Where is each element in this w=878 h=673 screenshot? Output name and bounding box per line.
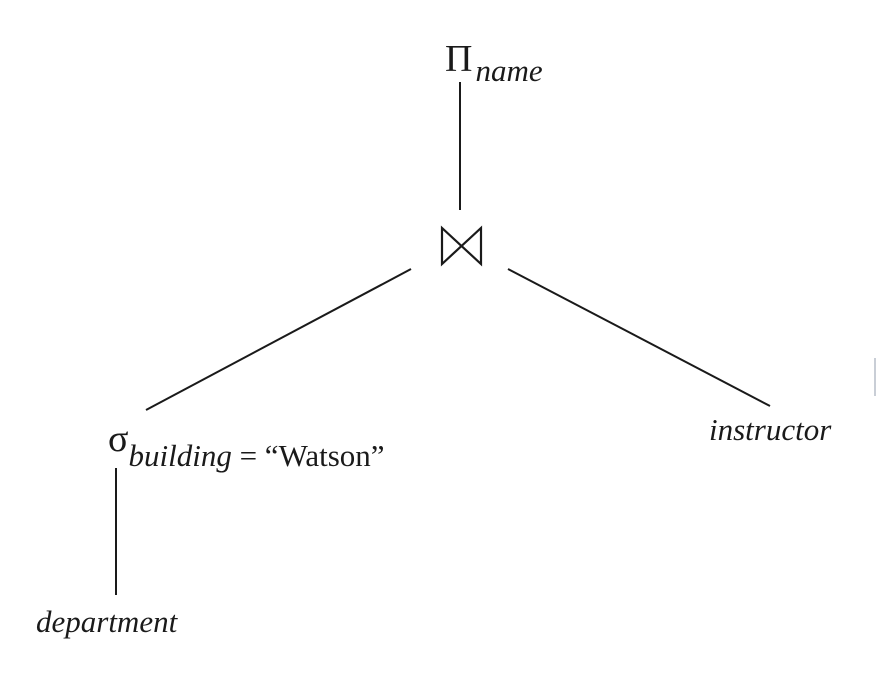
edge-join-to-instructor <box>507 268 771 407</box>
relation-department: department <box>36 604 178 639</box>
scrollbar-indicator[interactable] <box>874 358 876 396</box>
projection-attribute: name <box>475 53 543 88</box>
join-icon <box>440 225 483 267</box>
selection-node: σbuilding = “Watson” <box>108 418 385 471</box>
selection-predicate-attribute: building <box>128 438 232 473</box>
relation-instructor: instructor <box>709 412 832 447</box>
join-node <box>440 225 483 267</box>
selection-symbol: σ <box>108 418 129 460</box>
projection-symbol: Π <box>445 38 473 80</box>
edge-join-to-selection <box>145 268 412 411</box>
selection-predicate-value: = “Watson” <box>231 438 385 473</box>
projection-node: Πname <box>445 38 543 86</box>
